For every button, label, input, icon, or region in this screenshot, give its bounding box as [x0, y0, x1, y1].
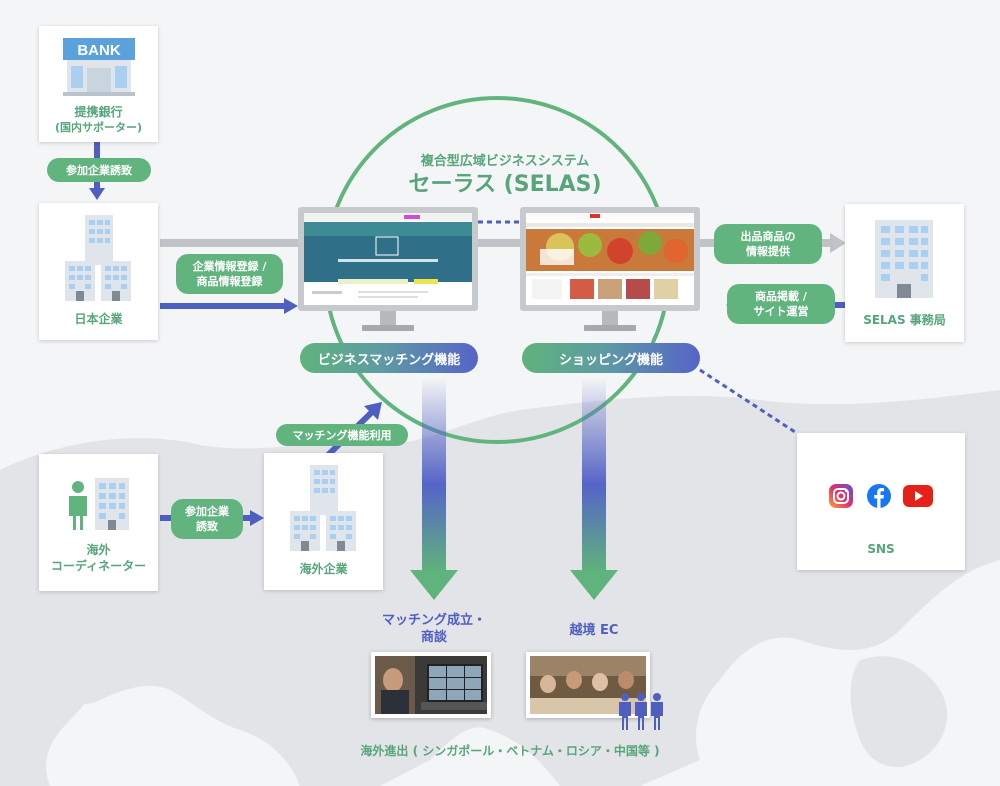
- office-building-icon: [875, 220, 933, 298]
- pill-invite2-line1: 参加企業: [185, 505, 229, 518]
- system-subtitle: 複合型広域ビジネスシステム: [420, 154, 590, 169]
- shopping-down-head: [570, 570, 618, 600]
- bank-label-line1: 提携銀行: [74, 105, 123, 119]
- bank-label-line2: (国内サポーター): [54, 121, 143, 134]
- pill-site-operation: 商品掲載 / サイト運営: [727, 284, 835, 324]
- pill-product-info: 出品商品の 情報提供: [714, 224, 822, 264]
- overseas-expansion-note: 海外進出 ( シンガポール・ベトナム・ロシア・中国等 ): [360, 744, 660, 758]
- photo-video-meeting: [371, 652, 491, 718]
- pill-invite-companies: 参加企業誘致: [47, 158, 151, 182]
- system-title: セーラス (SELAS): [408, 172, 602, 197]
- outcome-matching-line1: マッチング成立・: [381, 613, 486, 628]
- svg-text:BANK: BANK: [77, 42, 120, 59]
- pill-invite2-line2: 誘致: [196, 520, 218, 533]
- business-matching-function: ビジネスマッチング機能: [300, 343, 478, 373]
- matching-down-head: [410, 570, 458, 600]
- pill-register-line2: 商品情報登録: [196, 275, 263, 288]
- pill-invite-companies-overseas: 参加企業 誘致: [171, 499, 243, 539]
- gray-arrow-right: [830, 233, 846, 253]
- matching-use-arrow: [364, 402, 382, 420]
- pill-register-line1: 企業情報登録 /: [192, 260, 267, 273]
- matching-down-shaft: [422, 378, 446, 572]
- selas-office-label: SELAS 事務局: [863, 313, 946, 327]
- japan-register-arrow: [284, 298, 298, 314]
- bank-icon: BANK: [63, 38, 135, 96]
- pill-register-info: 企業情報登録 / 商品情報登録: [176, 254, 283, 294]
- overseas-building-icon: [290, 465, 356, 551]
- overseas-company-label: 海外企業: [299, 562, 348, 576]
- coordinator-arrow: [250, 510, 264, 526]
- bank-card: BANK 提携銀行 (国内サポーター): [39, 26, 158, 142]
- outcome-matching-label: マッチング成立・ 商談: [354, 612, 514, 646]
- coordinator-person-icon: [69, 478, 129, 530]
- selas-office-card: SELAS 事務局: [845, 204, 964, 342]
- sns-card: SNS: [797, 433, 965, 570]
- consumers-people-icon: [619, 693, 663, 730]
- overseas-coordinator-card: 海外 コーディネーター: [39, 454, 158, 591]
- monitor-business-matching: [298, 207, 478, 331]
- shopping-function: ショッピング機能: [522, 343, 700, 373]
- shopping-down-shaft: [582, 378, 606, 572]
- sns-label: SNS: [867, 542, 895, 556]
- facebook-icon: [867, 484, 891, 508]
- coordinator-label-line2: コーディネーター: [50, 559, 147, 573]
- building-icon: [65, 215, 131, 301]
- bank-down-arrow: [89, 188, 105, 200]
- monitor-shopping: [520, 207, 700, 331]
- outcome-matching-line2: 商談: [420, 630, 447, 645]
- pill-product-info-line1: 出品商品の: [740, 230, 796, 243]
- japan-company-card: 日本企業: [39, 203, 158, 340]
- overseas-company-card: 海外企業: [264, 453, 383, 590]
- coordinator-label-line1: 海外: [86, 543, 111, 557]
- sns-dashed-link: [699, 368, 796, 434]
- pill-matching-use: マッチング機能利用: [276, 424, 408, 446]
- instagram-icon: [829, 484, 853, 508]
- pill-posting-line2: サイト運営: [753, 305, 809, 318]
- pill-product-info-line2: 情報提供: [746, 245, 790, 258]
- youtube-icon: [903, 485, 933, 507]
- video-meeting-image: [375, 656, 487, 714]
- pill-posting-line1: 商品掲載 /: [755, 290, 807, 303]
- outcome-cross-border-label: 越境 EC: [569, 623, 619, 638]
- japan-company-label: 日本企業: [74, 312, 123, 326]
